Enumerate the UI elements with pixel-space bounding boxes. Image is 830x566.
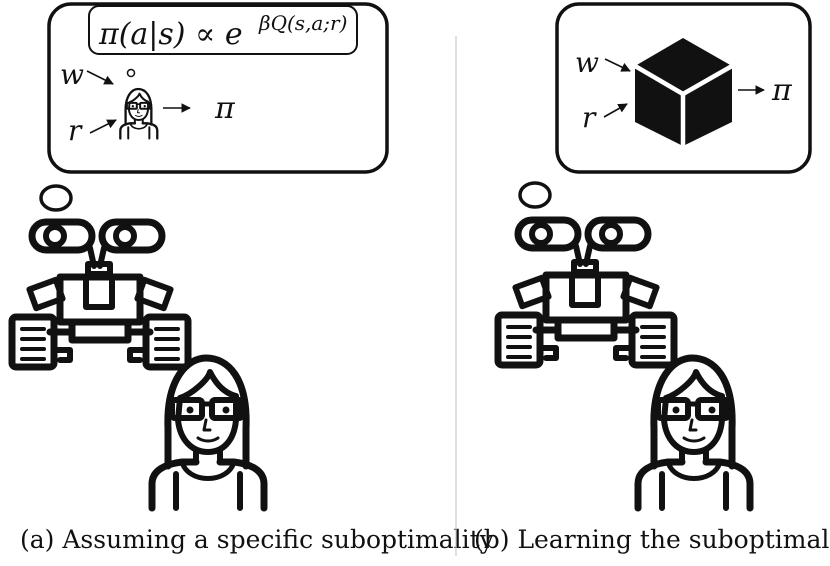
thought-dot — [39, 184, 73, 212]
arrow-right-icon — [86, 70, 114, 85]
robot-icon — [12, 222, 188, 367]
formula-lhs: π(a|s) ∝ e — [98, 17, 243, 52]
arrow-right-icon — [604, 58, 631, 72]
input-r-label: r — [68, 114, 83, 147]
formula-box — [88, 5, 358, 55]
input-w-label: w — [575, 46, 599, 79]
output-pi-label: π — [214, 91, 236, 126]
panel-b: w r π (b) Learning the suboptimality — [474, 2, 830, 554]
thought-bubble-a — [47, 2, 389, 174]
formula-exponent: βQ(s,a;r) — [258, 11, 347, 35]
person-with-glasses-icon — [119, 87, 159, 140]
arrow-right-icon — [603, 103, 628, 118]
black-box-cube-icon — [633, 38, 734, 146]
person-with-glasses-icon — [638, 358, 750, 508]
input-w-label: w — [60, 58, 84, 91]
thought-bubble-b — [555, 2, 812, 174]
thought-dot — [518, 181, 552, 209]
person-with-glasses-icon — [152, 358, 264, 508]
caption-a: (a) Assuming a specific suboptimality — [20, 525, 495, 554]
small-circle-icon — [126, 68, 136, 78]
panel-a: π(a|s) ∝ e βQ(s,a;r) w r π (a) Assuming … — [12, 2, 495, 554]
caption-b: (b) Learning the suboptimality — [474, 525, 830, 554]
output-pi-label: π — [771, 73, 793, 108]
arrow-right-icon — [89, 119, 117, 134]
robot-icon — [498, 220, 674, 365]
input-r-label: r — [582, 101, 597, 134]
